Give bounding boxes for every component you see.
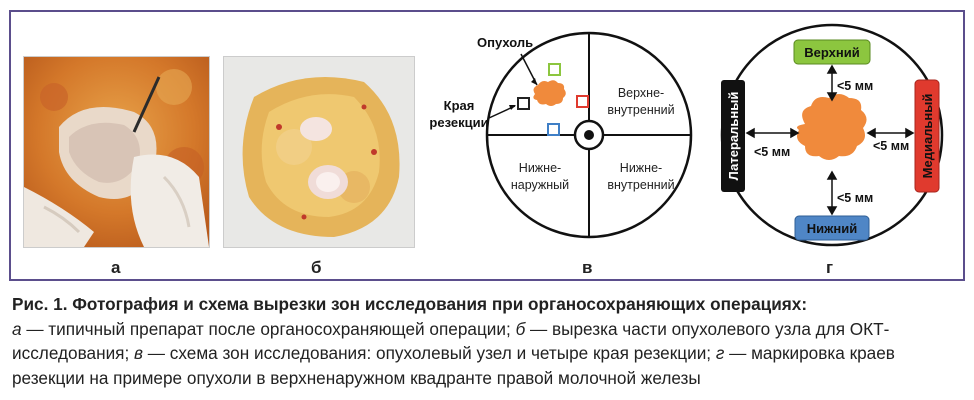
square-top: [548, 63, 561, 76]
quadrant-upper-inner-2: внутренний: [607, 103, 674, 117]
dist-bottom: <5 мм: [837, 191, 873, 205]
square-left: [517, 97, 530, 110]
caption-v-letter: в: [134, 343, 144, 364]
quadrant-lower-inner-1: Нижне-: [620, 161, 662, 175]
figure-caption: Рис. 1. Фотография и схема вырезки зон и…: [12, 292, 964, 390]
dist-right: <5 мм: [873, 139, 909, 153]
caption-g-text: — маркировка краев резекции на примере о…: [12, 343, 895, 388]
photo-tumor-cut: [223, 56, 415, 248]
caption-b-letter: б: [515, 318, 526, 339]
tumor-arrowhead: [531, 78, 537, 85]
specimen-image: [24, 57, 209, 247]
tumor-label: Опухоль: [477, 35, 533, 50]
left-margin-label: Латеральный: [726, 92, 741, 181]
quadrant-lower-inner-2: внутренний: [607, 178, 674, 192]
panel-letter-a: а: [111, 258, 121, 277]
quadrant-lower-outer-2: наружный: [511, 178, 569, 192]
caption-v-text: — схема зон исследования: опухолевый узе…: [143, 343, 716, 364]
square-bottom: [547, 123, 560, 136]
caption-g-letter: г: [715, 343, 725, 364]
left-margin-badge: [721, 80, 745, 192]
top-margin-label: Верхний: [804, 45, 859, 60]
square-right: [576, 95, 589, 108]
tumor-blob: [533, 80, 566, 106]
zone-schema: Опухоль Края резекции Верхне- внутренний…: [429, 31, 693, 239]
panel-letter-g: г: [826, 258, 834, 277]
margin-marking-schema: Верхний Нижний Латеральный Медиальный <: [720, 23, 944, 247]
quadrant-lower-outer-1: Нижне-: [519, 161, 561, 175]
caption-title: Рис. 1. Фотография и схема вырезки зон и…: [12, 294, 808, 314]
figure-frame: Опухоль Края резекции Верхне- внутренний…: [9, 10, 965, 281]
dist-top: <5 мм: [837, 79, 873, 93]
panel-letter-b: б: [311, 258, 322, 277]
margins-label-line2: резекции: [429, 115, 488, 130]
bottom-margin-label: Нижний: [807, 221, 857, 236]
dist-left: <5 мм: [754, 145, 790, 159]
distance-arrows: [745, 64, 915, 216]
tumor-cut-image: [224, 57, 414, 247]
right-margin-badge: [914, 79, 940, 193]
margin-arrowhead: [509, 105, 516, 110]
top-margin-badge: [793, 39, 871, 65]
caption-b-text: — вырезка части опухолевого узла для ОКТ…: [12, 318, 890, 364]
right-margin-label: Медиальный: [920, 94, 935, 179]
panel-letter-v: в: [582, 258, 593, 277]
margins-label-line1: Края: [444, 98, 475, 113]
bottom-margin-badge: [794, 215, 870, 241]
caption-a-letter: а: [12, 318, 22, 339]
caption-a-text: — типичный препарат после органосохраняю…: [21, 318, 516, 339]
tumor-blob-g: [797, 94, 867, 160]
quadrant-upper-inner-1: Верхне-: [618, 86, 664, 100]
photo-specimen: [23, 56, 210, 248]
nipple-dot: [584, 130, 594, 140]
